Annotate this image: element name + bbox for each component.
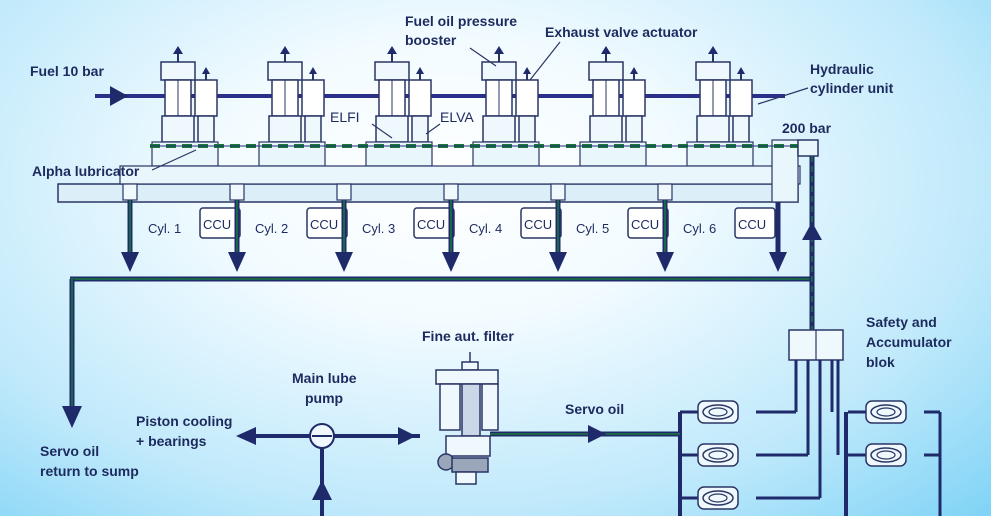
return-drop-2 xyxy=(228,183,246,272)
label-alpha: Alpha lubricator xyxy=(32,163,140,179)
frame-end xyxy=(771,139,799,203)
cylinder-unit-6: CCU Cyl. 6 xyxy=(683,46,776,239)
label-exhaust: Exhaust valve actuator xyxy=(545,24,698,40)
manifold-end-box xyxy=(797,139,819,157)
lube-arrow-left xyxy=(236,427,256,445)
servo-pump-4 xyxy=(848,400,907,424)
fine-filter xyxy=(435,352,499,485)
return-drop-6 xyxy=(656,183,674,272)
label-200bar: 200 bar xyxy=(782,120,832,136)
label-hydraulic-1: Hydraulic xyxy=(810,61,874,77)
label-elfi: ELFI xyxy=(330,109,360,125)
engine-frame xyxy=(119,165,801,185)
label-piston-2: + bearings xyxy=(136,433,207,449)
return-drop-7 xyxy=(769,202,787,272)
leader-lines xyxy=(151,41,809,171)
engine-base xyxy=(57,183,799,203)
return-drop-1 xyxy=(121,183,139,272)
ccu-box-2 xyxy=(306,207,348,239)
return-drop-4 xyxy=(442,183,460,272)
lube-inlet-arrow xyxy=(312,480,332,500)
cylinder-unit-1: CCU Cyl. 1 xyxy=(148,46,241,239)
cylinder-unit-4: CCU Cyl. 4 xyxy=(469,46,562,239)
label-fuel: Fuel 10 bar xyxy=(30,63,104,79)
label-safety-3: blok xyxy=(866,354,895,370)
servo-pump-5 xyxy=(848,443,907,467)
cylinder-unit-5: CCU Cyl. 5 xyxy=(576,46,669,239)
cyl-label-3: Cyl. 3 xyxy=(362,221,395,236)
cyl-label-4: Cyl. 4 xyxy=(469,221,502,236)
label-elva: ELVA xyxy=(440,109,474,125)
servo-pump-1 xyxy=(680,400,739,424)
cyl-label-5: Cyl. 5 xyxy=(576,221,609,236)
servo-pump-2 xyxy=(680,443,739,467)
label-pump-1: Main lube xyxy=(292,370,357,386)
ccu-box-6 xyxy=(734,207,776,239)
return-drop-5 xyxy=(549,183,567,272)
ccu-label-4: CCU xyxy=(524,217,552,232)
label-servo: Servo oil xyxy=(565,401,624,417)
ccu-label-3: CCU xyxy=(417,217,445,232)
label-booster-1: Fuel oil pressure xyxy=(405,13,517,29)
ccu-box-4 xyxy=(520,207,562,239)
label-return-2: return to sump xyxy=(40,463,139,479)
ccu-label-5: CCU xyxy=(631,217,659,232)
label-booster-2: booster xyxy=(405,32,457,48)
label-safety-2: Accumulator xyxy=(866,334,952,350)
label-pump-2: pump xyxy=(305,390,343,406)
ccu-label-1: CCU xyxy=(203,217,231,232)
ccu-box-5 xyxy=(627,207,669,239)
servo-oil-arrow xyxy=(588,425,606,443)
label-return-1: Servo oil xyxy=(40,443,99,459)
cyl-label-6: Cyl. 6 xyxy=(683,221,716,236)
servo-pumps xyxy=(678,360,942,516)
label-filter: Fine aut. filter xyxy=(422,328,514,344)
label-safety-1: Safety and xyxy=(866,314,937,330)
cyl-label-1: Cyl. 1 xyxy=(148,221,181,236)
ccu-label-2: CCU xyxy=(310,217,338,232)
cylinder-unit-3: CCU Cyl. 3 xyxy=(362,46,455,239)
label-hydraulic-2: cylinder unit xyxy=(810,80,894,96)
return-to-sump-arrow xyxy=(62,406,82,428)
ccu-box-1 xyxy=(199,207,241,239)
cylinder-unit-2: CCU Cyl. 2 xyxy=(255,46,348,239)
label-piston-1: Piston cooling xyxy=(136,413,232,429)
lube-arrow-right xyxy=(398,427,416,445)
servo-pump-3 xyxy=(680,486,739,510)
return-drops xyxy=(121,183,787,272)
cyl-label-2: Cyl. 2 xyxy=(255,221,288,236)
ccu-label-6: CCU xyxy=(738,217,766,232)
return-drop-3 xyxy=(335,183,353,272)
ccu-box-3 xyxy=(413,207,455,239)
fuel-arrow xyxy=(110,86,128,106)
supply-riser-arrow xyxy=(802,222,822,240)
